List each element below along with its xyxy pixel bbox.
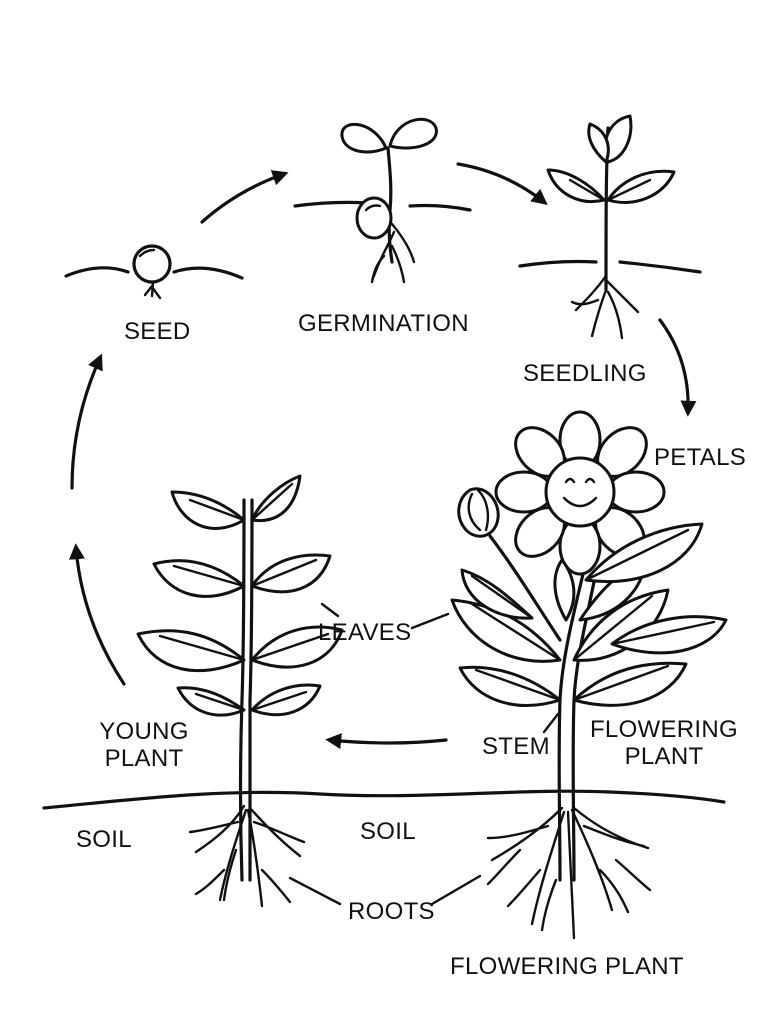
- young-plant: [136, 474, 344, 908]
- seedling-leaf-right: [606, 169, 676, 204]
- germination-seed-highlight: [364, 204, 382, 212]
- flower-leaf-2: [572, 588, 670, 662]
- young-leaf-7: [176, 686, 246, 717]
- flower-leaf-1: [450, 598, 562, 663]
- flowering-plant-roots: [486, 806, 652, 940]
- seed-highlight: [138, 248, 156, 258]
- label-soil-center: SOIL: [360, 818, 416, 845]
- seed-soil-line: [64, 266, 244, 280]
- label-young-plant-line2: PLANT: [104, 745, 184, 772]
- seed-icon: [132, 244, 172, 284]
- label-flowering-plant-line2: PLANT: [624, 743, 704, 770]
- label-roots: ROOTS: [348, 898, 435, 925]
- flower-leaf-veins: [470, 528, 716, 702]
- arrow-upper-to-seed: [70, 353, 103, 490]
- arrow-flowering-to-young: [325, 733, 448, 750]
- flower-leaf-4: [572, 661, 688, 707]
- label-soil-left: SOIL: [76, 826, 132, 853]
- seedling-roots: [570, 274, 640, 340]
- label-flowering-plant: FLOWERING PLANT: [584, 716, 744, 770]
- arrow-young-to-upper: [68, 543, 126, 686]
- leader-roots-right: [430, 874, 482, 906]
- seedling-soil-line: [518, 259, 702, 274]
- flower-smile-icon: [562, 496, 598, 508]
- young-leaf-4: [250, 553, 332, 594]
- bud-stem-icon: [488, 534, 562, 642]
- germination-cotyledon-left: [340, 122, 388, 154]
- young-leaf-3: [152, 559, 246, 598]
- label-leaves: LEAVES: [318, 619, 412, 646]
- label-seedling: SEEDLING: [523, 360, 647, 387]
- flower-leaf-3: [458, 665, 562, 707]
- seedling-top-leaf-left: [587, 122, 610, 164]
- arrow-germination-to-seedling: [456, 162, 548, 205]
- young-leaf-1: [170, 490, 246, 530]
- young-plant-stem-left: [238, 498, 246, 882]
- arrow-seed-to-germination: [200, 170, 289, 224]
- leader-leaves-left: [320, 602, 340, 618]
- germination-stage: [293, 117, 472, 284]
- bud-petal-lines: [467, 488, 490, 532]
- seed-root-icon: [143, 280, 162, 300]
- label-seed: SEED: [124, 318, 191, 345]
- main-soil-line: [42, 789, 726, 810]
- label-young-plant: YOUNG PLANT: [96, 718, 192, 772]
- label-germination: GERMINATION: [298, 310, 469, 337]
- label-footer-flowering-plant: FLOWERING PLANT: [450, 953, 684, 980]
- leader-roots-left: [288, 876, 342, 906]
- label-young-plant-line1: YOUNG: [99, 718, 189, 745]
- leader-leaves-right: [410, 612, 450, 630]
- seedling-stage: [518, 114, 702, 340]
- flowering-plant: [450, 410, 728, 940]
- leader-stem: [542, 712, 560, 734]
- germination-seed-coat: [355, 196, 393, 240]
- flower-center-icon: [544, 456, 616, 528]
- label-stem: STEM: [482, 733, 550, 760]
- flower-leaf-5: [553, 558, 576, 622]
- label-flowering-plant-line1: FLOWERING: [589, 716, 739, 743]
- seedling-leaf-veins: [568, 178, 652, 202]
- germination-cotyledon-right: [388, 117, 438, 150]
- germination-roots: [370, 222, 416, 284]
- young-leaf-5: [136, 629, 246, 673]
- seed-stage: [64, 244, 244, 300]
- seedling-leaf-left: [546, 168, 606, 203]
- arrow-seedling-to-flowering: [658, 318, 697, 417]
- flower-eyes-icon: [564, 477, 596, 484]
- label-petals: PETALS: [654, 444, 747, 471]
- young-leaf-veins: [158, 482, 330, 712]
- young-plant-roots: [188, 804, 306, 908]
